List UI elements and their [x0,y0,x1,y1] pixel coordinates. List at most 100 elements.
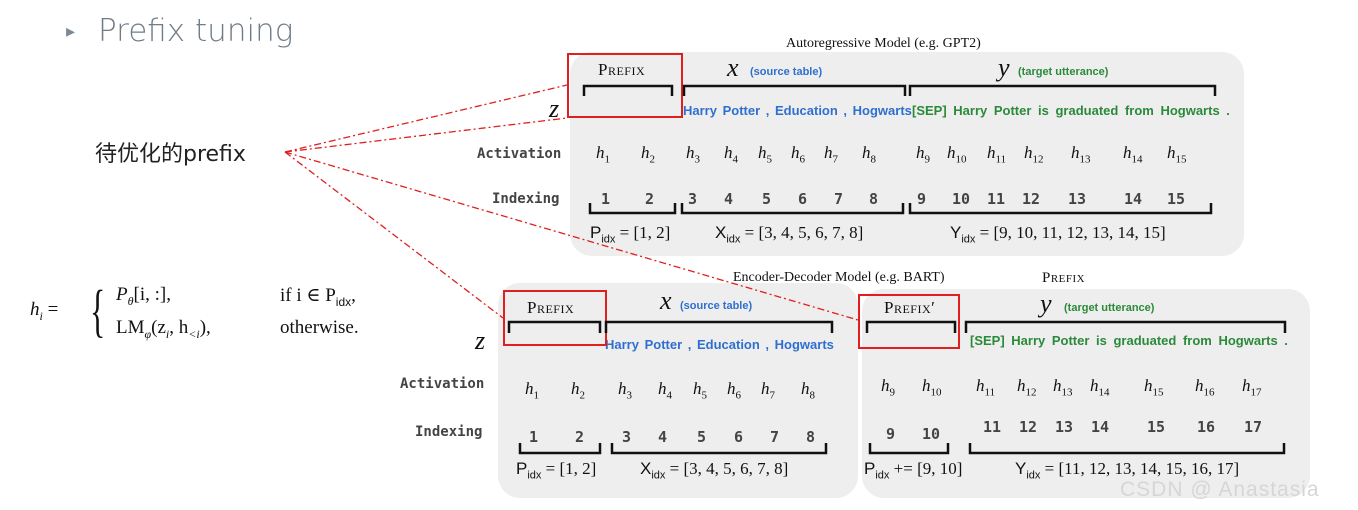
enc-prefix-label: Prefix [527,298,575,317]
enc-activation: h6 [727,379,741,402]
enc-activation: h5 [693,379,707,402]
enc-prefix-highlight-box [503,290,607,346]
top-y-index-brace [908,203,1213,215]
formula-case2-expr: LM [116,317,145,338]
formula-case2-rest3: ), [199,317,211,338]
enc-activation: h7 [761,379,775,402]
top-index: 3 [688,190,698,208]
enc-x-bracket [604,320,834,333]
encoder-decoder-title: Encoder-Decoder Model (e.g. BART) [733,270,945,285]
top-x-bracket [682,84,907,96]
dec-y-index-brace [968,443,1286,455]
top-z-symbol: z [549,94,560,123]
enc-index: 6 [734,428,744,446]
formula-brace: { [90,278,106,343]
top-activation: h12 [1024,143,1044,166]
top-p-index-brace [588,203,677,215]
floating-prefix-label: Prefix [1042,270,1086,286]
prefix-connectors [284,84,859,321]
formula-case2-rest-sub: i [165,326,170,341]
top-index: 11 [987,190,1006,208]
dec-activation: h17 [1242,376,1262,399]
formula-case2-sub: φ [144,326,152,341]
top-y-bracket [908,84,1217,96]
dec-index: 14 [1091,418,1110,436]
top-y-idx: Yidx = [9, 10, 11, 12, 13, 14, 15] [950,223,1166,246]
enc-activation: h8 [801,379,815,402]
dec-y-bracket [964,320,1287,333]
enc-activation: h2 [571,379,585,402]
enc-p-index-brace [518,443,602,455]
dec-index: 10 [922,425,941,443]
dec-index: 16 [1197,418,1216,436]
dec-prefix-bracket [865,320,957,333]
dec-activation: h14 [1090,376,1110,399]
top-activation: h8 [862,143,876,166]
bottom-indexing-label: Indexing [415,424,483,440]
enc-index: 7 [770,428,780,446]
enc-index: 3 [622,428,632,446]
formula-case1-sub: θ [127,293,134,308]
top-activation: h9 [916,143,930,166]
top-y-note: (target utterance) [1018,66,1109,78]
top-x-idx: Xidx = [3, 4, 5, 6, 7, 8] [715,223,864,246]
enc-index: 4 [658,428,668,446]
top-index: 9 [917,190,927,208]
top-index: 5 [762,190,772,208]
dec-y-note: (target utterance) [1064,302,1155,314]
formula-case1-cond-end: , [351,285,356,306]
dec-index: 11 [983,418,1002,436]
top-index: 1 [601,190,611,208]
connector-to-top-prefix [284,84,568,153]
enc-index: 8 [806,428,816,446]
top-p-idx: Pidx = [1, 2] [590,223,671,246]
top-prefix-bracket [582,84,674,96]
watermark: CSDN @ Anastasia [1120,478,1320,501]
top-index: 10 [952,190,971,208]
formula-case1-cond-sub: idx [335,294,352,309]
top-indexing-label: Indexing [492,191,560,207]
dec-index: 9 [886,425,896,443]
formula-case2-rest2: , h [169,317,189,338]
dec-activation: h11 [976,376,996,399]
dec-activation: h16 [1195,376,1215,399]
dec-target-text: [SEP] Harry Potter is graduated from Hog… [970,333,1288,348]
dec-index: 12 [1019,418,1038,436]
top-activation-label: Activation [477,146,562,162]
enc-activation: h3 [618,379,632,402]
dec-activation: h12 [1017,376,1037,399]
top-activation: h15 [1167,143,1187,166]
slide-title: Prefix tuning [98,13,294,49]
enc-source-text: Harry Potter , Education , Hogwarts [605,337,834,352]
top-target-text: [SEP] Harry Potter is graduated from Hog… [912,103,1230,118]
top-activation: h5 [758,143,772,166]
enc-x-symbol: x [660,286,672,315]
formula-lhs: h [30,299,40,320]
formula-equals: = [47,299,59,320]
top-index: 12 [1022,190,1041,208]
top-prefix-label: Prefix [598,60,646,79]
enc-activation: h1 [525,379,539,402]
top-activation: h1 [596,143,610,166]
top-x-symbol: x [727,53,739,82]
formula-case1-cond: if i ∈ P [280,285,336,306]
dec-prefix-highlight-box [858,294,960,349]
enc-x-index-brace [610,443,828,455]
dec-activation: h13 [1053,376,1073,399]
top-activation: h14 [1123,143,1143,166]
enc-x-idx: Xidx = [3, 4, 5, 6, 7, 8] [640,459,789,482]
top-index: 8 [869,190,879,208]
top-index: 14 [1124,190,1143,208]
dec-index: 13 [1055,418,1074,436]
top-x-note: (source table) [750,66,823,78]
top-index: 2 [645,190,655,208]
span-brackets [507,84,1287,455]
enc-p-idx: Pidx = [1, 2] [516,459,597,482]
bottom-activation-label: Activation [400,376,485,392]
connector-to-top-prefix-2 [284,117,568,153]
top-activation: h11 [987,143,1007,166]
encoder-panel [498,283,858,498]
formula-case2-rest: (z [151,317,166,338]
autoregressive-title: Autoregressive Model (e.g. GPT2) [786,36,981,51]
